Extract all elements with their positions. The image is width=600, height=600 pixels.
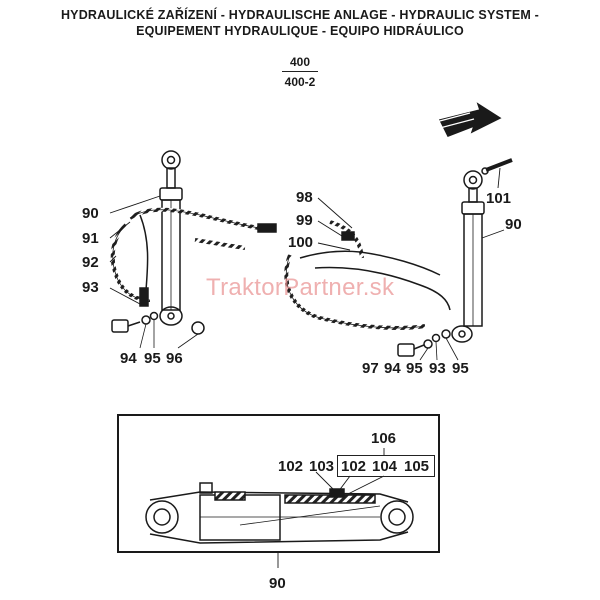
part-label-95-far-right: 95 <box>452 360 469 377</box>
left-cylinder <box>159 150 183 326</box>
part-label-92: 92 <box>82 254 99 271</box>
part-label-101: 101 <box>486 190 512 207</box>
part-label-97: 97 <box>362 360 379 377</box>
part-label-91: 91 <box>82 230 99 247</box>
cylinder-section-view <box>145 482 414 544</box>
part-label-99: 99 <box>296 212 313 229</box>
watermark: TraktorPartner.sk <box>206 274 395 301</box>
right-cylinder <box>451 170 485 343</box>
part-label-90-bottom: 90 <box>269 575 286 592</box>
part-label-93-left: 93 <box>82 279 99 296</box>
part-label-90-left: 90 <box>82 205 99 222</box>
model-divider <box>282 71 318 72</box>
header-line-1: HYDRAULICKÉ ZAŘÍZENÍ - HYDRAULISCHE ANLA… <box>60 8 540 22</box>
part-label-105: 105 <box>404 458 430 475</box>
part-label-94-right: 94 <box>384 360 401 377</box>
part-label-95-right: 95 <box>406 360 423 377</box>
part-label-94-left: 94 <box>120 350 137 367</box>
part-label-103: 103 <box>309 458 335 475</box>
part-label-102-b: 102 <box>341 458 367 475</box>
part-label-95-left: 95 <box>144 350 161 367</box>
model-number-top: 400 <box>289 55 311 69</box>
part-group-box <box>337 455 435 477</box>
part-label-90-right: 90 <box>505 216 522 233</box>
part-label-98: 98 <box>296 189 313 206</box>
part-label-106: 106 <box>371 430 397 447</box>
header-line-2: EQUIPEMENT HYDRAULIQUE - EQUIPO HIDRÁULI… <box>136 24 464 38</box>
hose-91 <box>128 207 273 232</box>
part-label-104: 104 <box>372 458 398 475</box>
part-label-96: 96 <box>166 350 183 367</box>
model-number-bottom: 400-2 <box>284 75 316 89</box>
direction-arrow-icon <box>435 102 502 137</box>
part-label-100: 100 <box>288 234 314 251</box>
part-label-102-a: 102 <box>278 458 304 475</box>
part-label-93-right: 93 <box>429 360 446 377</box>
